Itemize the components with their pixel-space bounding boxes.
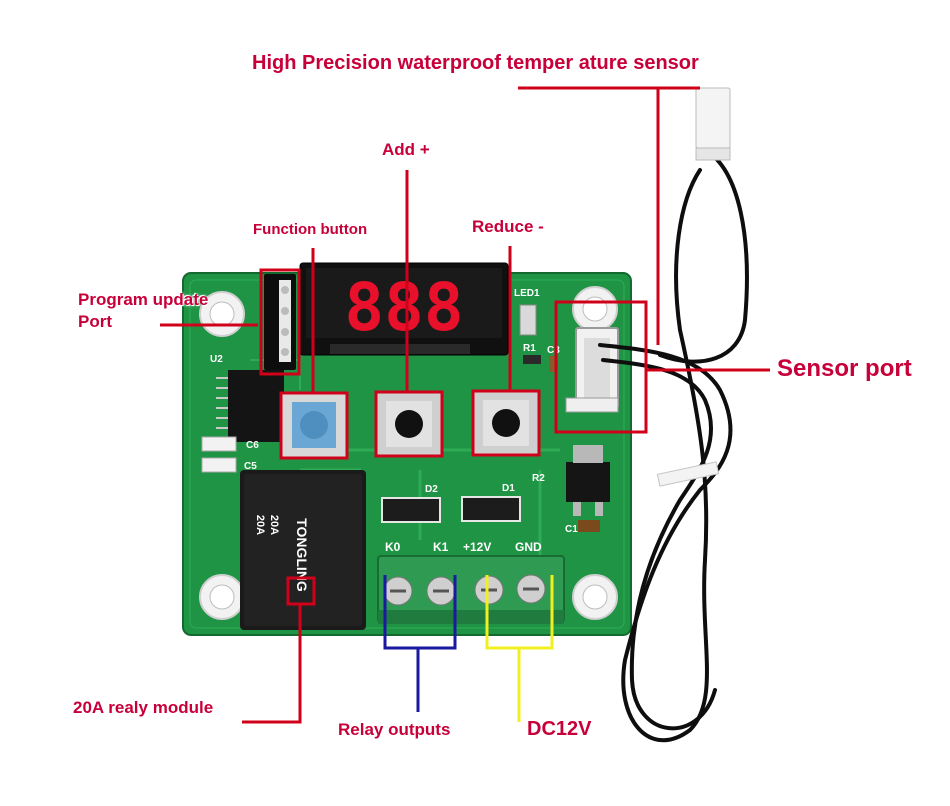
program-update-port-label: Port bbox=[78, 312, 112, 331]
u2-text: U2 bbox=[210, 354, 223, 365]
callout-reduce-box bbox=[471, 389, 541, 457]
led1-component: LED1 bbox=[514, 288, 540, 336]
d1-text: D1 bbox=[502, 483, 515, 494]
function-button-body bbox=[280, 392, 348, 459]
add-label: Add + bbox=[382, 140, 430, 159]
diodes: D2 D1 R2 bbox=[381, 473, 545, 523]
callout-relay-line bbox=[242, 604, 302, 724]
k1-text: K1 bbox=[433, 540, 449, 554]
callout-function-box bbox=[279, 391, 349, 460]
gnd-text: GND bbox=[515, 540, 542, 554]
r2-text: R2 bbox=[532, 473, 545, 484]
reduce-label: Reduce - bbox=[472, 217, 544, 236]
sensor-probe bbox=[695, 87, 731, 161]
cable-tie bbox=[656, 461, 720, 487]
mount-hole-bottom-right bbox=[572, 574, 618, 620]
c5-text: C5 bbox=[244, 461, 257, 472]
sensor-cable bbox=[598, 148, 749, 743]
add-button-body bbox=[375, 391, 443, 457]
program-update-header bbox=[264, 274, 296, 370]
microcontroller-chip bbox=[216, 370, 284, 442]
display-digits: 888 bbox=[344, 269, 463, 346]
sensor-title-label: High Precision waterproof temper ature s… bbox=[252, 52, 699, 74]
relay-rating-1: 20A bbox=[268, 515, 280, 535]
c3-text: C3 bbox=[547, 345, 560, 356]
dc12v-label: DC12V bbox=[527, 718, 592, 740]
callout-relay-outputs-bracket bbox=[383, 575, 457, 650]
d2-text: D2 bbox=[425, 484, 438, 495]
relay-module-label: 20A realy module bbox=[73, 698, 214, 717]
relay-rating-2: 20A bbox=[254, 515, 266, 535]
mount-hole-top-right bbox=[572, 286, 618, 332]
callout-add-box bbox=[374, 390, 444, 458]
relay-20a: TONGLING 20A 20A bbox=[240, 470, 366, 630]
small-components-right: R1 C3 bbox=[523, 343, 560, 372]
function-button-label: Function button bbox=[253, 221, 368, 238]
callout-sensor-title bbox=[518, 86, 700, 345]
r1-text: R1 bbox=[523, 343, 536, 354]
c1-text: C1 bbox=[565, 524, 578, 535]
callout-program-box bbox=[259, 268, 301, 376]
sensor-connector bbox=[565, 327, 619, 413]
k0-text: K0 bbox=[385, 540, 401, 554]
reduce-button-body bbox=[472, 390, 540, 456]
relay-outputs-label: Relay outputs bbox=[338, 720, 451, 739]
voltage-regulator: C1 bbox=[565, 445, 610, 535]
plus12v-text: +12V bbox=[463, 540, 491, 554]
seven-segment-display: 888 bbox=[299, 262, 509, 356]
sensor-port-label: Sensor port bbox=[777, 355, 912, 382]
program-update-label: Program update bbox=[78, 290, 209, 309]
callout-sensor-port-box bbox=[554, 300, 648, 434]
led1-text: LED1 bbox=[514, 288, 540, 299]
caps-left: C6 C5 U2 bbox=[201, 354, 259, 473]
terminal-block: K0 K1 +12V GND bbox=[377, 540, 565, 624]
relay-brand: TONGLING bbox=[294, 518, 310, 592]
mount-hole-bottom-left bbox=[199, 574, 245, 620]
c6-text: C6 bbox=[246, 440, 259, 451]
